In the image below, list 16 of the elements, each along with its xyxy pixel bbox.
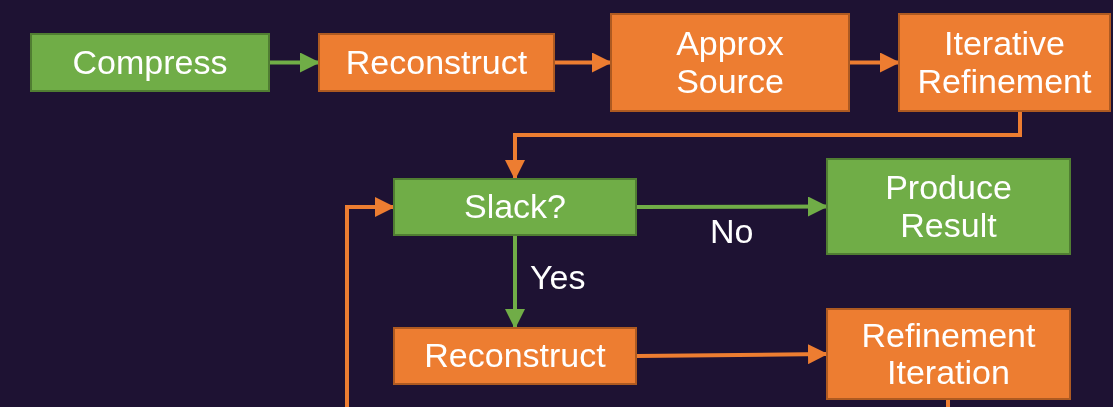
arrow — [345, 197, 395, 407]
process-box: Produce Result — [826, 158, 1071, 255]
arrow — [555, 52, 612, 73]
process-box: Refinement Iteration — [826, 308, 1071, 400]
process-box: Iterative Refinement — [898, 13, 1111, 112]
process-box: Reconstruct — [393, 327, 637, 385]
arrow — [637, 196, 828, 217]
process-box: Slack? — [393, 178, 637, 236]
arrow — [850, 52, 900, 73]
arrow — [505, 112, 1022, 180]
process-box: Approx Source — [610, 13, 850, 112]
process-box: Reconstruct — [318, 33, 555, 92]
arrow — [505, 236, 525, 329]
arrow — [636, 344, 828, 365]
process-box: Compress — [30, 33, 270, 92]
arrow — [270, 52, 320, 73]
